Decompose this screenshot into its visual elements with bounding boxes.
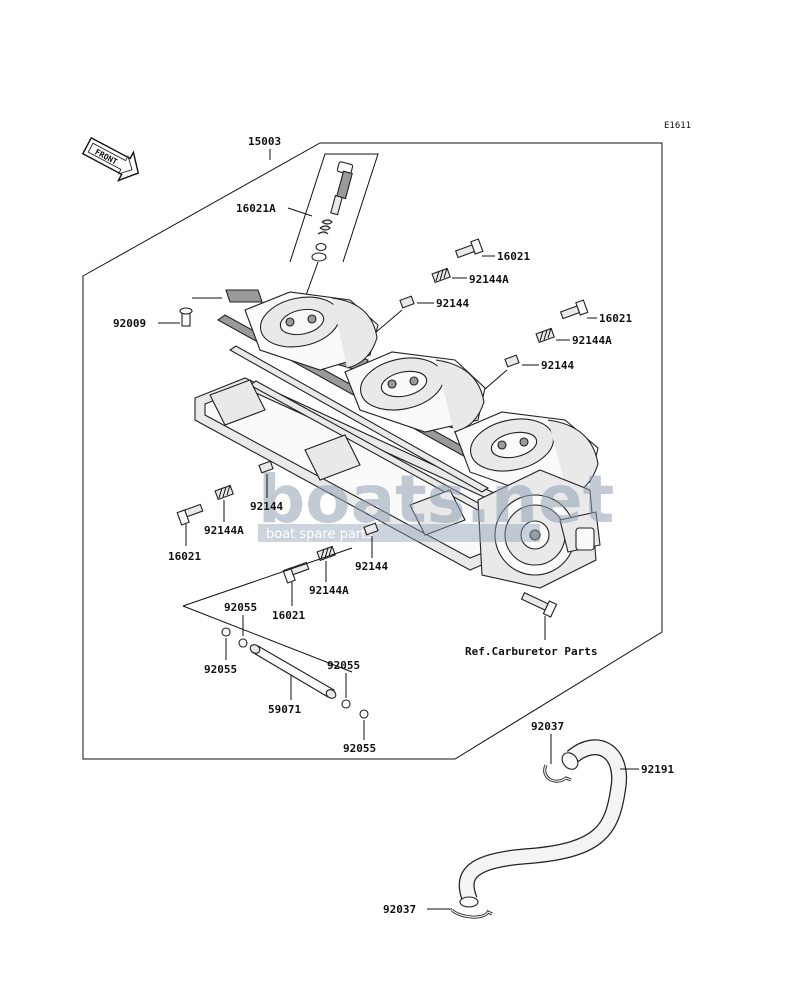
callout-15003: 15003 xyxy=(248,135,281,148)
spring-icon xyxy=(504,354,520,368)
reference-note: Ref.Carburetor Parts xyxy=(465,645,597,658)
callout-92055: 92055 xyxy=(224,601,257,614)
watermark-brand: boats.net xyxy=(258,461,614,538)
spring-icon xyxy=(535,327,555,344)
hose-icon xyxy=(458,739,628,908)
bolt-icon xyxy=(520,592,558,618)
assembly-frame xyxy=(82,142,663,760)
callout-92037: 92037 xyxy=(383,903,416,916)
carburetor-assembly xyxy=(194,289,601,589)
spring-icon xyxy=(316,545,336,562)
watermark: boats.net boat spare parts xyxy=(258,461,614,542)
callout-92144: 92144 xyxy=(541,359,574,372)
watermark-tagline: boat spare parts xyxy=(266,527,373,542)
fuel-pipe-icon xyxy=(249,644,337,699)
o-ring-icon xyxy=(221,627,231,637)
callout-92144: 92144 xyxy=(250,500,283,513)
front-arrow-icon: FRONT xyxy=(81,136,140,182)
spring-icon xyxy=(431,267,451,284)
callout-92055: 92055 xyxy=(204,663,237,676)
callout-92055: 92055 xyxy=(327,659,360,672)
callout-92144: 92144 xyxy=(355,560,388,573)
callout-92144a: 92144A xyxy=(572,334,612,347)
callout-92144a: 92144A xyxy=(204,524,244,537)
callout-92037: 92037 xyxy=(531,720,564,733)
spring-icon xyxy=(399,295,415,309)
spring-icon xyxy=(258,460,274,474)
o-ring-icon xyxy=(359,709,369,719)
screw-icon xyxy=(282,561,310,584)
callout-16021: 16021 xyxy=(497,250,530,263)
callout-92144a: 92144A xyxy=(309,584,349,597)
callout-92009: 92009 xyxy=(113,317,146,330)
hose-clamp-icon xyxy=(543,764,572,783)
callout-16021: 16021 xyxy=(599,312,632,325)
callout-16021: 16021 xyxy=(168,550,201,563)
screw-icon xyxy=(559,299,589,320)
bolt-icon xyxy=(179,307,193,327)
o-ring-icon xyxy=(238,638,248,648)
callout-92144: 92144 xyxy=(436,297,469,310)
screw-icon xyxy=(454,238,484,259)
leader xyxy=(287,207,313,217)
callout-92144a: 92144A xyxy=(469,273,509,286)
spring-icon xyxy=(363,522,379,536)
callout-92055: 92055 xyxy=(343,742,376,755)
inset-line xyxy=(182,547,353,607)
callout-59071: 59071 xyxy=(268,703,301,716)
diagram-id: E1611 xyxy=(664,121,691,131)
inset-line xyxy=(182,605,353,673)
pilot-screw-icon xyxy=(311,161,354,262)
callout-16021: 16021 xyxy=(272,609,305,622)
spring-icon xyxy=(214,484,234,501)
o-ring-icon xyxy=(341,699,351,709)
callout-16021a: 16021A xyxy=(236,202,276,215)
screw-icon xyxy=(176,503,204,526)
callout-92191: 92191 xyxy=(641,763,674,776)
inset-frame xyxy=(289,153,379,263)
hose-clamp-icon xyxy=(450,908,493,919)
